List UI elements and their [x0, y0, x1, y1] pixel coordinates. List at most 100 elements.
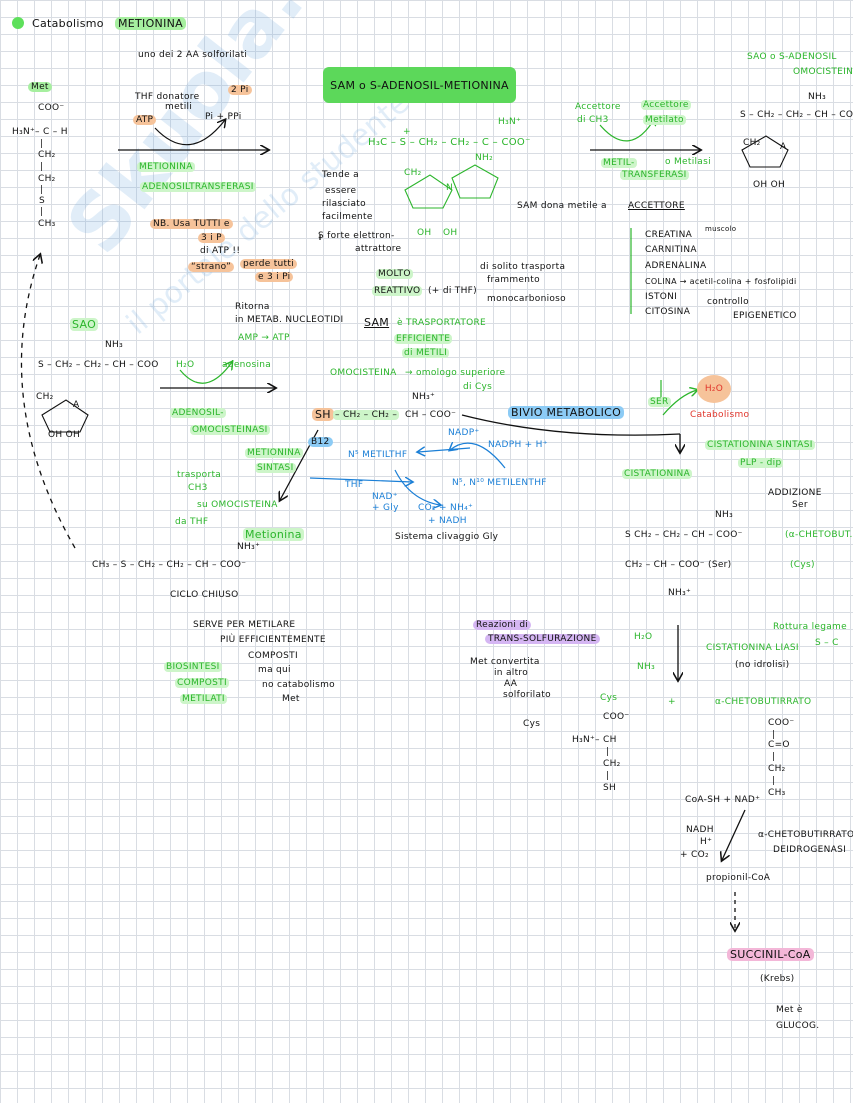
- transsulf-5: Cys: [523, 719, 541, 729]
- synthase-2: PLP - dip: [738, 458, 784, 468]
- trasp-2: CH3: [188, 483, 208, 493]
- sam-ch2: CH₂: [404, 168, 422, 178]
- biosintesi-3: METILATI: [180, 694, 227, 704]
- sao-h2o: H₂O: [176, 360, 195, 370]
- sam-nh3: H₃N⁺: [498, 117, 522, 127]
- sao-left-nh3: NH₃: [105, 340, 124, 350]
- sao-right-formula: S – CH₂ – CH₂ – CH – COO⁻: [740, 110, 853, 120]
- ritorna-2: in METAB. NUCLEOTIDI: [235, 315, 344, 325]
- catabolismo-label: Catabolismo: [690, 410, 750, 420]
- controllo-2: EPIGENETICO: [733, 311, 797, 321]
- perde-note1: perde tutti: [240, 259, 297, 269]
- met-sintasi-2: SINTASI: [255, 463, 296, 473]
- met-e: Met è: [776, 1005, 803, 1015]
- metilasi: o Metilasi: [665, 157, 711, 167]
- s-strong: S forte elettron-: [318, 231, 395, 241]
- omocisteina-label: OMOCISTEINA: [330, 368, 397, 378]
- ciclo-2: SERVE PER METILARE: [193, 620, 296, 630]
- cist-nh3: NH₃: [715, 510, 734, 520]
- biosintesi-1: BIOSINTESI: [164, 662, 222, 672]
- sao-right-a: A: [780, 142, 787, 152]
- atp-label: ATP: [133, 115, 157, 125]
- methionine-label: Metionina: [243, 528, 304, 541]
- transsulf-4: solforilato: [503, 690, 551, 700]
- sao-left-label: SAO: [70, 318, 99, 331]
- addizione-2: Ser: [792, 500, 808, 510]
- sam-oh1: OH: [417, 228, 432, 238]
- adenosina: adenosina: [222, 360, 272, 370]
- products-plus: +: [668, 697, 676, 707]
- tends-note-4: facilmente: [322, 212, 373, 222]
- sistema-gly: Sistema clivaggio Gly: [395, 532, 499, 542]
- sao-left-ch2: CH₂: [36, 392, 54, 402]
- n5-methylthf: N⁵ METILTHF: [348, 450, 408, 460]
- met-label: Met: [28, 82, 52, 92]
- transsulf-2: in altro: [494, 668, 529, 678]
- perde-note2: e 3 i Pi: [255, 272, 294, 282]
- sam-formula: H₃C – S – CH₂ – CH₂ – C – COO⁻: [368, 137, 531, 148]
- tends-note-3: rilasciato: [322, 199, 366, 209]
- metil-1: METIL-: [601, 158, 637, 168]
- ciclo-4: COMPOSTI: [248, 651, 298, 661]
- trasporta-3: monocarbonioso: [487, 294, 566, 304]
- thf-donor: THF donatore: [135, 92, 200, 102]
- enzyme-mat2: ADENOSILTRANSFERASI: [140, 182, 256, 192]
- ciclo-1: CICLO CHIUSO: [170, 590, 239, 600]
- nadp: NADP⁺: [448, 428, 480, 438]
- lyase-2: (no idrolisi): [735, 660, 790, 670]
- n5n10: N⁵, N¹⁰ METILENTHF: [452, 478, 547, 488]
- gly-plus: + Gly: [372, 503, 399, 513]
- nadph: NADPH + H⁺: [488, 440, 548, 450]
- accettore-2: di CH3: [577, 115, 609, 125]
- sao-right-ohoh: OH OH: [753, 180, 786, 190]
- cistationina-label: CISTATIONINA: [622, 469, 693, 479]
- methionine-formula: CH₃ – S – CH₂ – CH₂ – CH – COO⁻: [92, 560, 247, 570]
- sam-di-metili: di METILI: [402, 348, 450, 358]
- trasporta-2: frammento: [487, 275, 540, 285]
- sao-left-formula: S – CH₂ – CH₂ – CH – COO: [38, 360, 159, 370]
- muscolo-note: muscolo: [705, 225, 737, 233]
- accettore-4: Metilato: [643, 115, 686, 125]
- controllo-1: controllo: [707, 297, 749, 307]
- succinil-coa: SUCCINIL-CoA: [727, 948, 814, 961]
- bivio-label: BIVIO METABOLICO: [508, 406, 625, 419]
- trasp-1: trasporta: [177, 470, 222, 480]
- sam-dona: SAM dona metile a: [517, 201, 607, 211]
- prop-enzyme-1: α-CHETOBUTIRRATO: [758, 830, 853, 840]
- ritorna-1: Ritorna: [235, 302, 270, 312]
- biosintesi-2: COMPOSTI: [175, 678, 229, 688]
- prop-enzyme-2: DEIDROGENASI: [773, 845, 847, 855]
- sam-plus: +: [403, 127, 411, 137]
- gly-nad: NAD⁺: [372, 492, 398, 502]
- pi-ppi: Pi + PPi: [205, 112, 242, 122]
- topic-label: METIONINA: [115, 17, 186, 30]
- sam-trasportatore: è TRASPORTATORE: [397, 318, 487, 328]
- rottura-1: Rottura legame: [773, 622, 847, 632]
- molto-2: REATTIVO: [372, 286, 423, 296]
- topic-note: uno dei 2 AA solforilati: [138, 50, 248, 60]
- sam-oh2: OH: [443, 228, 458, 238]
- molto-1: MOLTO: [376, 269, 413, 279]
- transsulf-1: Met convertita: [470, 657, 540, 667]
- rottura-2: S – C: [815, 638, 839, 648]
- gly-nadh: + NADH: [428, 516, 467, 526]
- amp-atp: AMP → ATP: [238, 333, 290, 343]
- ciclo-7: Met: [282, 694, 300, 704]
- ciclo-3: PIÙ EFFICIENTEMENTE: [220, 635, 326, 645]
- synthase-1: CISTATIONINA SINTASI: [705, 440, 815, 450]
- sam-n: N: [446, 183, 454, 193]
- strano-note: “strano”: [188, 262, 235, 272]
- ciclo-5: ma qui: [258, 665, 291, 675]
- tends-note-1: Tende a: [322, 170, 359, 180]
- sao-right-ch2: CH₂: [743, 138, 761, 148]
- b12-badge: B12: [308, 437, 333, 447]
- hcy-chain: – CH₂ – CH₂ –: [333, 410, 400, 420]
- ser-label: SER: [648, 397, 671, 407]
- coa-nad: CoA-SH + NAD⁺: [685, 795, 761, 805]
- propionil-coa: propionil-CoA: [706, 873, 771, 883]
- sao-left-ohoh: OH OH: [48, 430, 81, 440]
- omocisteina-arrow: → omologo superiore: [405, 368, 506, 378]
- nb-note-3p: 3 i P: [198, 233, 225, 243]
- sao-right-nh3: NH₃: [808, 92, 827, 102]
